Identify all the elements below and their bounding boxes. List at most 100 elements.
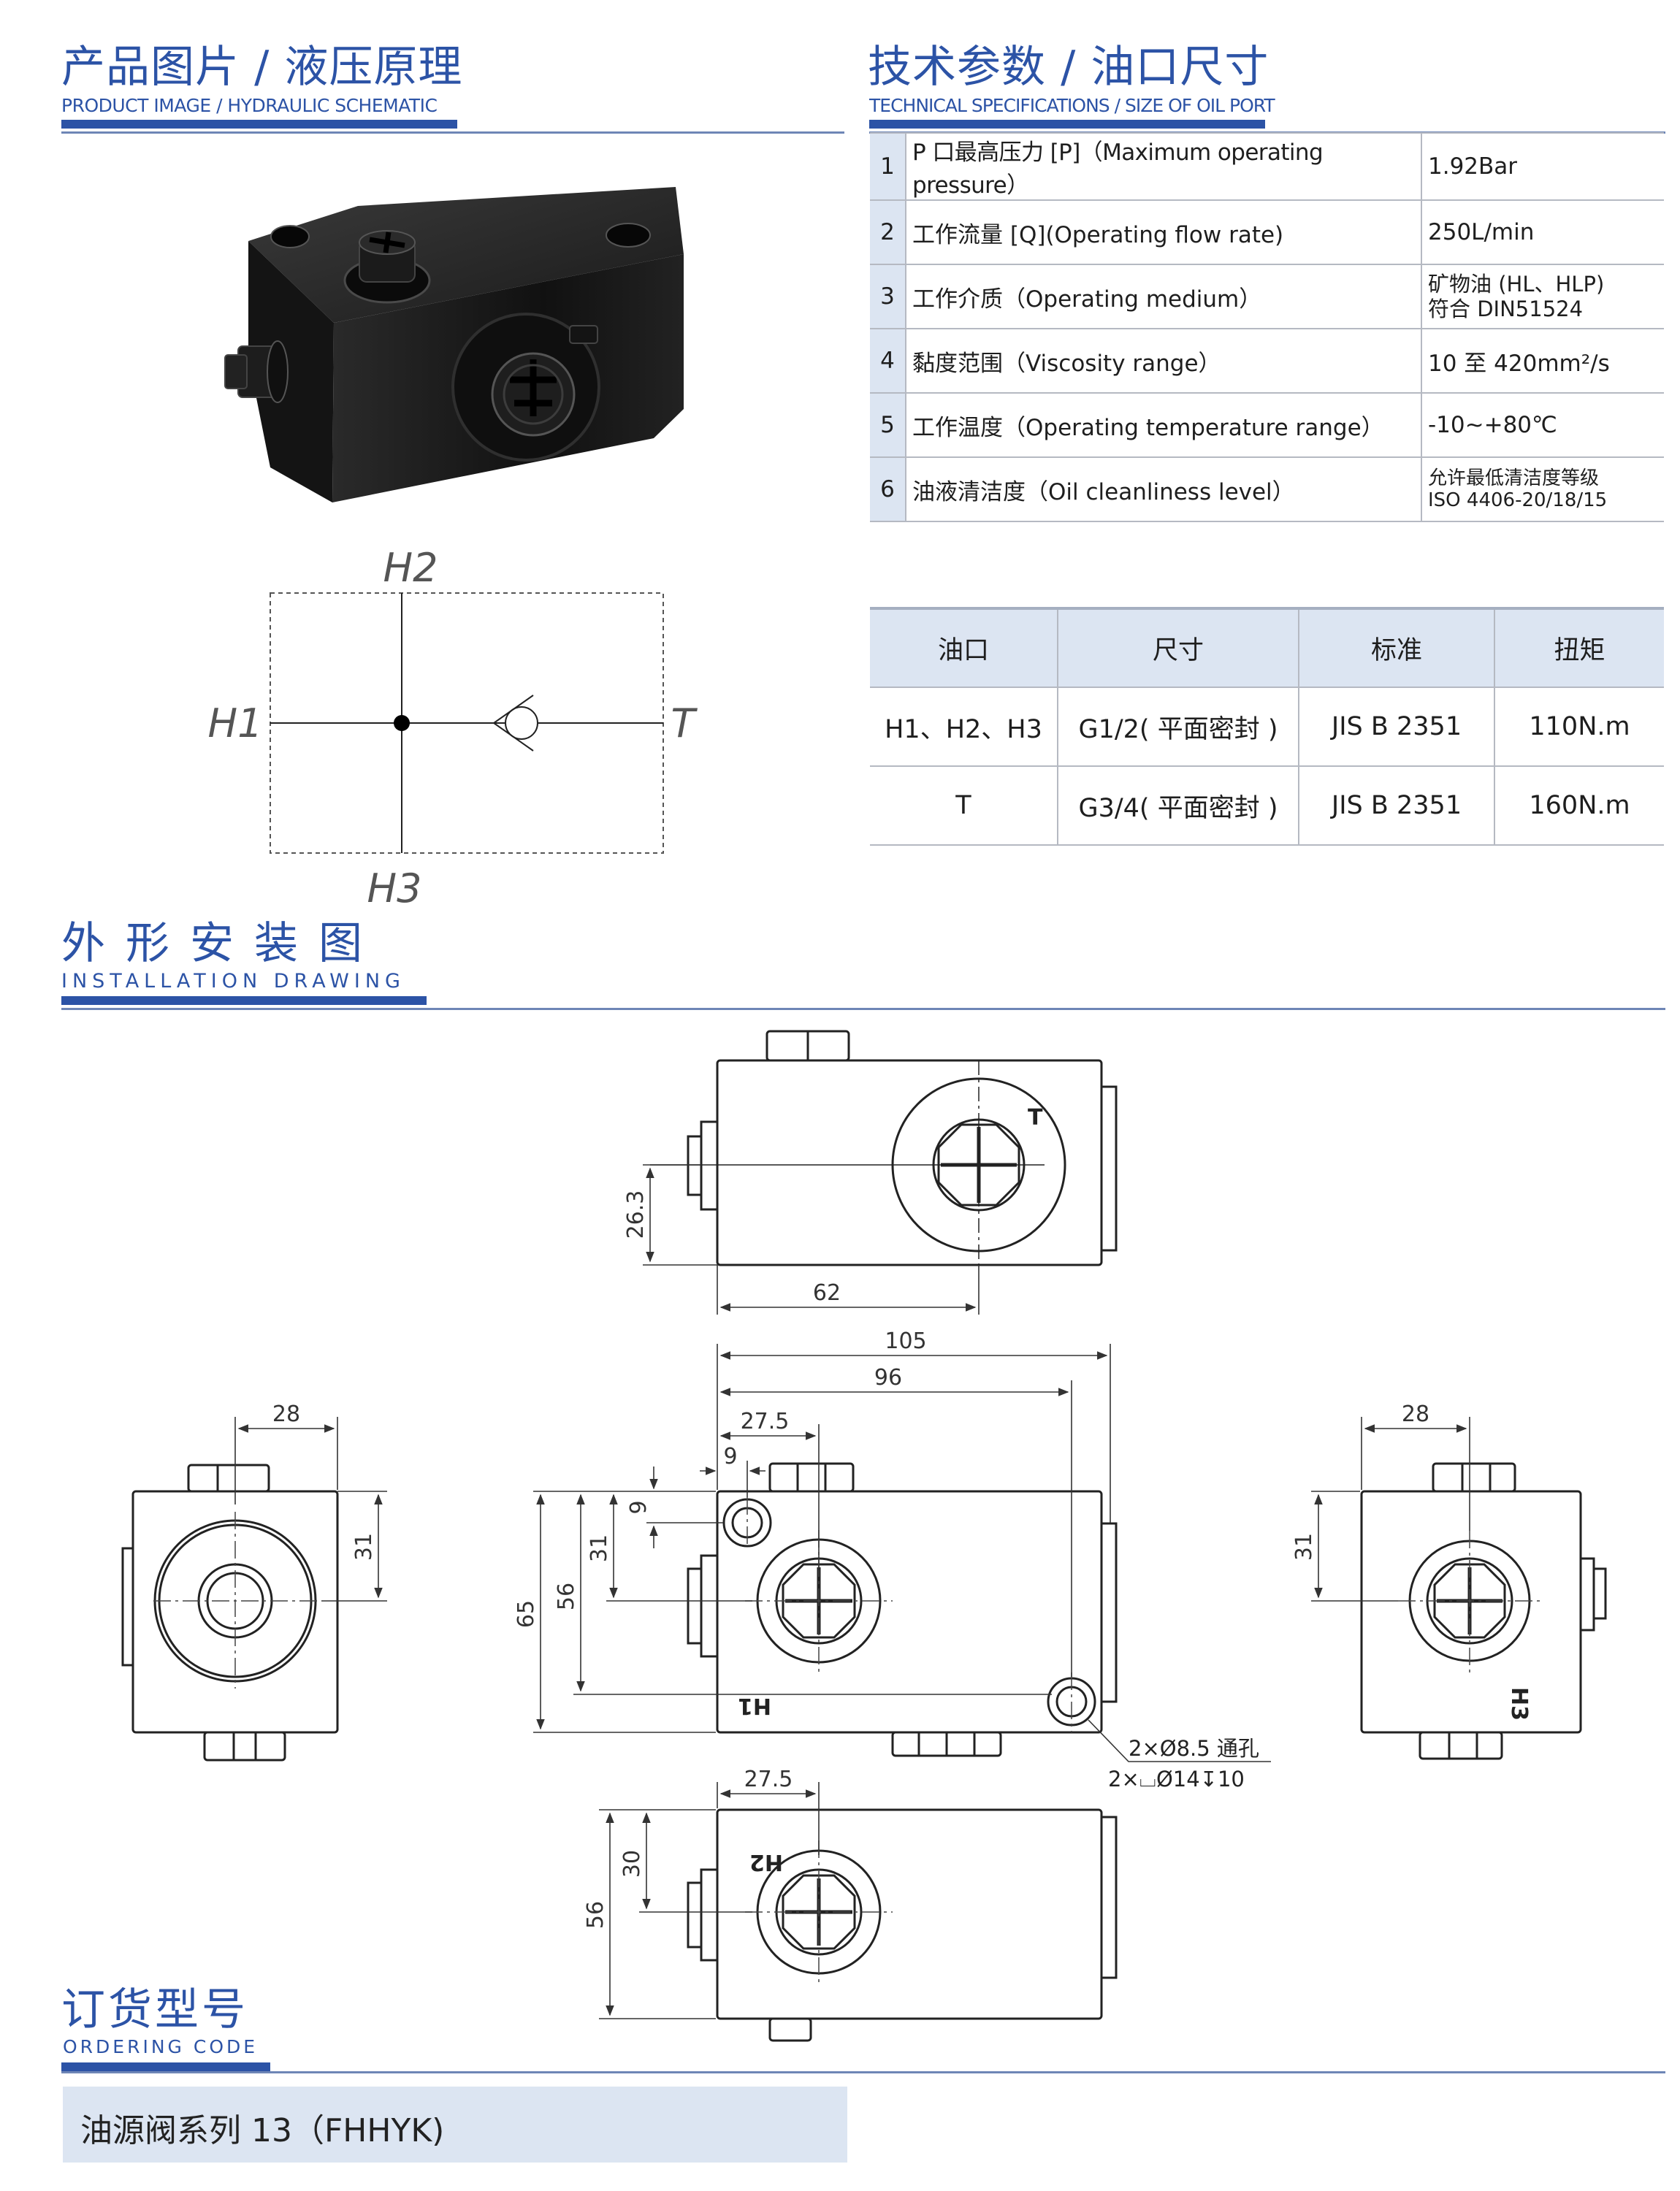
- spec-label: 油液清洁度（Oil cleanliness level）: [906, 457, 1422, 522]
- drawing-port-h1: H1: [738, 1693, 771, 1718]
- spec-no: 5: [870, 393, 906, 458]
- size-header: 尺寸: [1058, 607, 1299, 688]
- spec-value: 10 至 420mm²/s: [1421, 329, 1664, 394]
- table-row: 6 油液清洁度（Oil cleanliness level） 允许最低清洁度等级…: [870, 457, 1664, 522]
- ordering-code-text: 油源阀系列 13（FHHYK): [80, 2112, 445, 2149]
- dim-31-right: 31: [1291, 1533, 1317, 1561]
- drawing-port-h2: H2: [749, 1849, 783, 1875]
- ordering-section-rule: [61, 2071, 1665, 2073]
- spec-label: 工作温度（Operating temperature range）: [906, 393, 1422, 458]
- ordering-section-subtitle: ORDERING CODE: [63, 2036, 259, 2057]
- check-valve-seat-icon: [492, 695, 534, 752]
- installation-section-rule: [61, 1008, 1665, 1010]
- spec-value-line: 矿物油 (HL、HLP): [1428, 272, 1605, 297]
- spec-label: 黏度范围（Viscosity range）: [906, 329, 1422, 394]
- dim-62: 62: [813, 1280, 841, 1306]
- dim-56-bottom: 56: [583, 1901, 608, 1929]
- ordering-section-bar: [61, 2062, 270, 2071]
- spec-label: 工作介质（Operating medium）: [906, 264, 1422, 329]
- table-row: 5 工作温度（Operating temperature range） -10~…: [870, 393, 1664, 458]
- schematic-label-h2: H2: [383, 545, 438, 591]
- port-header: 油口: [870, 607, 1058, 688]
- front-view: [687, 1462, 1118, 1757]
- product-section-subtitle: PRODUCT IMAGE / HYDRAULIC SCHEMATIC: [61, 95, 438, 116]
- note-through-hole: 2×Ø8.5 通孔: [1129, 1736, 1259, 1761]
- table-header-row: 油口 尺寸 标准 扭矩: [870, 607, 1664, 688]
- table-row: 2 工作流量 [Q](Operating flow rate) 250L/min: [870, 200, 1664, 265]
- dim-30: 30: [619, 1850, 645, 1878]
- bottom-view: [687, 1808, 1118, 2042]
- drawing-port-h3: H3: [1506, 1687, 1532, 1721]
- schematic-label-h3: H3: [367, 865, 422, 911]
- size-cell: G3/4( 平面密封 ): [1058, 766, 1299, 846]
- spec-no: 1: [870, 132, 906, 201]
- product-photo: [224, 187, 684, 502]
- dim-56: 56: [554, 1583, 579, 1610]
- spec-value-line: 允许最低清洁度等级: [1428, 467, 1600, 489]
- port-table: 油口 尺寸 标准 扭矩 H1、H2、H3 G1/2( 平面密封 ) JIS B …: [870, 607, 1664, 846]
- dim-27-5: 27.5: [741, 1409, 790, 1434]
- installation-drawing: 26.3 62 105 96 27.5 9 9 31 56 65 28 31 2…: [121, 1030, 1607, 2042]
- standard-header: 标准: [1299, 607, 1495, 688]
- torque-cell: 160N.m: [1494, 766, 1664, 846]
- dim-26-3: 26.3: [623, 1190, 649, 1239]
- right-view: [1360, 1462, 1607, 1760]
- schematic-label-t: T: [671, 700, 698, 746]
- spec-value: 250L/min: [1421, 200, 1664, 265]
- product-section-bar: [61, 120, 457, 129]
- installation-section-subtitle: INSTALLATION DRAWING: [61, 970, 405, 993]
- dim-96: 96: [874, 1365, 902, 1391]
- ordering-code-band: 油源阀系列 13（FHHYK): [63, 2087, 847, 2163]
- spec-value: -10~+80℃: [1421, 393, 1664, 458]
- check-valve-ball-icon: [505, 706, 538, 740]
- dim-31-left: 31: [351, 1533, 377, 1561]
- product-section-title: 产品图片 / 液压原理: [61, 42, 463, 93]
- spec-table: 1 P 口最高压力 [P]（Maximum operating pressure…: [870, 132, 1664, 522]
- standard-cell: JIS B 2351: [1299, 687, 1495, 767]
- spec-value-line: ISO 4406-20/18/15: [1428, 489, 1608, 511]
- left-view: [121, 1464, 339, 1762]
- dim-27-5-bottom: 27.5: [744, 1767, 793, 1792]
- dim-28-right: 28: [1402, 1402, 1429, 1427]
- spec-label: 工作流量 [Q](Operating flow rate): [906, 200, 1422, 265]
- spec-no: 2: [870, 200, 906, 265]
- spec-value: 1.92Bar: [1421, 132, 1664, 201]
- table-row: H1、H2、H3 G1/2( 平面密封 ) JIS B 2351 110N.m: [870, 687, 1664, 767]
- top-view: [650, 1030, 1118, 1266]
- spec-value: 矿物油 (HL、HLP)符合 DIN51524: [1421, 264, 1664, 329]
- dim-28-left: 28: [272, 1402, 300, 1427]
- dim-105: 105: [885, 1328, 926, 1354]
- specs-section-title: 技术参数 / 油口尺寸: [868, 42, 1269, 93]
- torque-cell: 110N.m: [1494, 687, 1664, 767]
- mounting-hole-icon: [270, 225, 310, 248]
- ordering-section-title: 订货型号: [61, 1984, 248, 2035]
- spec-no: 4: [870, 329, 906, 394]
- table-row: T G3/4( 平面密封 ) JIS B 2351 160N.m: [870, 766, 1664, 846]
- spec-no: 6: [870, 457, 906, 522]
- port-cell: T: [870, 766, 1058, 846]
- size-cell: G1/2( 平面密封 ): [1058, 687, 1299, 767]
- product-section-rule: [61, 131, 844, 134]
- port-cell: H1、H2、H3: [870, 687, 1058, 767]
- table-row: 1 P 口最高压力 [P]（Maximum operating pressure…: [870, 132, 1664, 201]
- dim-31: 31: [587, 1534, 612, 1562]
- spec-label: P 口最高压力 [P]（Maximum operating pressure）: [906, 132, 1422, 201]
- installation-section-title: 外形安装图: [61, 918, 383, 969]
- dim-65: 65: [513, 1600, 539, 1628]
- standard-cell: JIS B 2351: [1299, 766, 1495, 846]
- table-row: 4 黏度范围（Viscosity range） 10 至 420mm²/s: [870, 329, 1664, 394]
- hydraulic-schematic: H2 H1 T H3: [208, 545, 698, 911]
- dim-9-vertical: 9: [626, 1500, 652, 1514]
- dim-9-horizontal: 9: [723, 1444, 737, 1469]
- specs-section-bar: [869, 120, 1265, 129]
- junction-dot-icon: [394, 715, 410, 731]
- table-row: 3 工作介质（Operating medium） 矿物油 (HL、HLP)符合 …: [870, 264, 1664, 329]
- schematic-label-h1: H1: [208, 700, 263, 746]
- torque-header: 扭矩: [1494, 607, 1664, 688]
- note-counterbore: 2×⌴Ø14↧10: [1108, 1767, 1245, 1792]
- drawing-port-t: T: [1028, 1105, 1043, 1131]
- specs-section-subtitle: TECHNICAL SPECIFICATIONS / SIZE OF OIL P…: [869, 95, 1275, 116]
- spec-value-line: 符合 DIN51524: [1428, 297, 1584, 321]
- installation-section-bar: [61, 996, 427, 1005]
